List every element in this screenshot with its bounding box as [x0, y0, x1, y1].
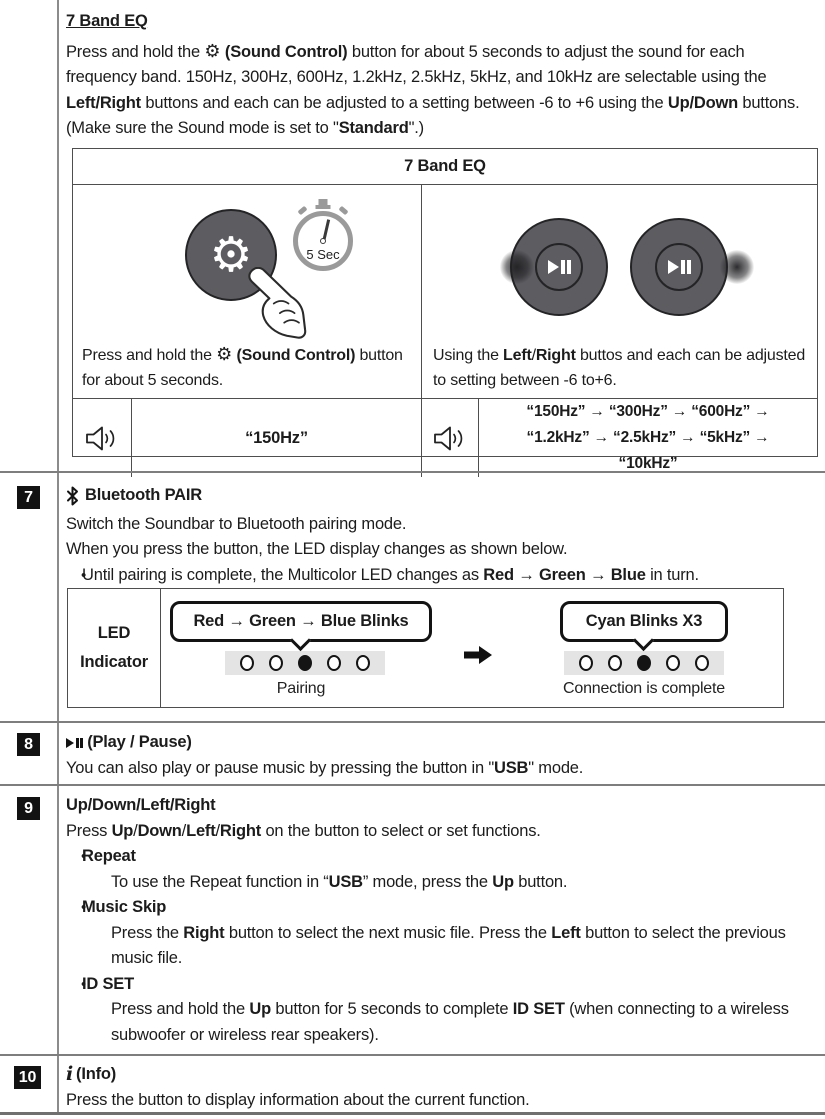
gear-icon: ⚙	[216, 344, 233, 365]
display-value-150hz: “150Hz”	[132, 399, 422, 477]
led-strip-complete	[564, 651, 724, 675]
play-pause-title: (Play / Pause)	[66, 730, 818, 756]
bullet-music-skip-body: Press the Right button to select the nex…	[111, 923, 786, 968]
pair-bullet: • Until pairing is complete, the Multico…	[66, 563, 818, 589]
eq-left-caption: Press and hold the ⚙ (Sound Control) but…	[82, 344, 403, 389]
updownleftright-intro: Press Up/Down/Left/Right on the button t…	[66, 821, 541, 840]
led-off	[666, 655, 680, 671]
pairing-caption: Pairing	[276, 680, 326, 697]
section-divider	[0, 471, 825, 473]
eq-right-caption: Using the Left/Right buttos and each can…	[433, 347, 806, 389]
bullet-repeat-body: To use the Repeat function in “USB” mode…	[111, 872, 568, 891]
updownleftright-section: Up/Down/Left/Right Press Up/Down/Left/Ri…	[66, 793, 818, 1048]
play-pause-icon	[655, 243, 703, 291]
speaker-cell	[73, 399, 132, 477]
led-off	[356, 655, 370, 671]
band-eq-table: 7 Band EQ ⚙ 5 Sec Press and h	[72, 148, 818, 477]
item-number-badge: 9	[17, 797, 40, 820]
press-left-highlight	[500, 250, 534, 284]
info-icon: i	[66, 1063, 74, 1085]
item-number-badge: 10	[14, 1066, 41, 1089]
play-pause-section: (Play / Pause) You can also play or paus…	[66, 730, 818, 781]
bluetooth-pair-section: Bluetooth PAIR Switch the Soundbar to Bl…	[66, 483, 818, 588]
play-pause-body: You can also play or pause music by pres…	[66, 758, 584, 777]
stopwatch-icon: 5 Sec	[289, 199, 357, 275]
eq-sound-control-cell: ⚙ 5 Sec Press and hold the ⚙ (Sound Cont…	[73, 185, 422, 398]
gear-icon: ⚙	[204, 40, 221, 62]
pair-line-1: Switch the Soundbar to Bluetooth pairing…	[66, 514, 407, 533]
led-on	[637, 655, 651, 671]
led-off	[579, 655, 593, 671]
led-off	[327, 655, 341, 671]
item-number-badge: 7	[17, 486, 40, 509]
left-vertical-rule	[57, 0, 59, 1113]
eq-left-right-cell: Using the Left/Right buttos and each can…	[422, 185, 817, 398]
updownleftright-title: Up/Down/Left/Right	[66, 796, 216, 814]
bottom-rule	[0, 1112, 825, 1115]
item-number-badge: 8	[17, 733, 40, 756]
band-eq-title: 7 Band EQ	[66, 12, 148, 30]
band-eq-section: 7 Band EQ Press and hold the ⚙ (Sound Co…	[66, 9, 819, 142]
led-off	[695, 655, 709, 671]
bullet-id-set-body: Press and hold the Up button for 5 secon…	[111, 1000, 789, 1044]
section-divider	[0, 721, 825, 723]
dial-button-right-press	[630, 218, 728, 316]
info-section: i (Info) Press the button to display inf…	[66, 1062, 818, 1113]
bullet-music-skip: • Music Skip	[81, 898, 167, 916]
led-indicator-diagram: LED Indicator Red → Green → Blue Blinks …	[67, 588, 784, 708]
pairing-callout: Red → Green → Blue Blinks	[170, 601, 432, 642]
band-eq-paragraph: Press and hold the ⚙ (Sound Control) but…	[66, 40, 800, 138]
pair-line-2: When you press the button, the LED displ…	[66, 540, 568, 558]
led-off	[608, 655, 622, 671]
led-on	[298, 655, 312, 671]
eq-table-header: 7 Band EQ	[73, 149, 817, 185]
press-right-highlight	[720, 250, 754, 284]
complete-caption: Connection is complete	[563, 680, 725, 697]
thick-right-arrow-icon	[464, 646, 492, 664]
gear-icon: ⚙	[209, 227, 253, 283]
speaker-icon	[434, 426, 463, 450]
bullet-dot: •	[81, 566, 87, 584]
led-off	[269, 655, 283, 671]
info-body: Press the button to display information …	[66, 1090, 530, 1109]
play-pause-icon	[535, 243, 583, 291]
led-indicator-label: LED Indicator	[68, 589, 161, 707]
dial-button-left-press	[510, 218, 608, 316]
frequency-sequence: “150Hz” → “300Hz” → “600Hz” → “1.2kHz” →…	[526, 403, 770, 472]
pointing-hand-icon	[248, 267, 307, 339]
section-divider	[0, 784, 825, 786]
sound-control-button-illustration: ⚙	[185, 209, 277, 301]
stopwatch-label: 5 Sec	[306, 247, 340, 262]
speaker-cell	[422, 399, 479, 477]
speaker-icon	[86, 426, 115, 450]
play-pause-icon	[66, 737, 84, 748]
bluetooth-icon	[67, 486, 78, 506]
led-strip-pairing	[225, 651, 385, 675]
bullet-repeat: • Repeat	[81, 847, 136, 865]
section-divider	[0, 1054, 825, 1056]
bluetooth-pair-title: Bluetooth PAIR	[66, 483, 818, 509]
led-off	[240, 655, 254, 671]
info-title: i (Info)	[66, 1062, 818, 1088]
bullet-id-set: • ID SET	[81, 974, 134, 993]
